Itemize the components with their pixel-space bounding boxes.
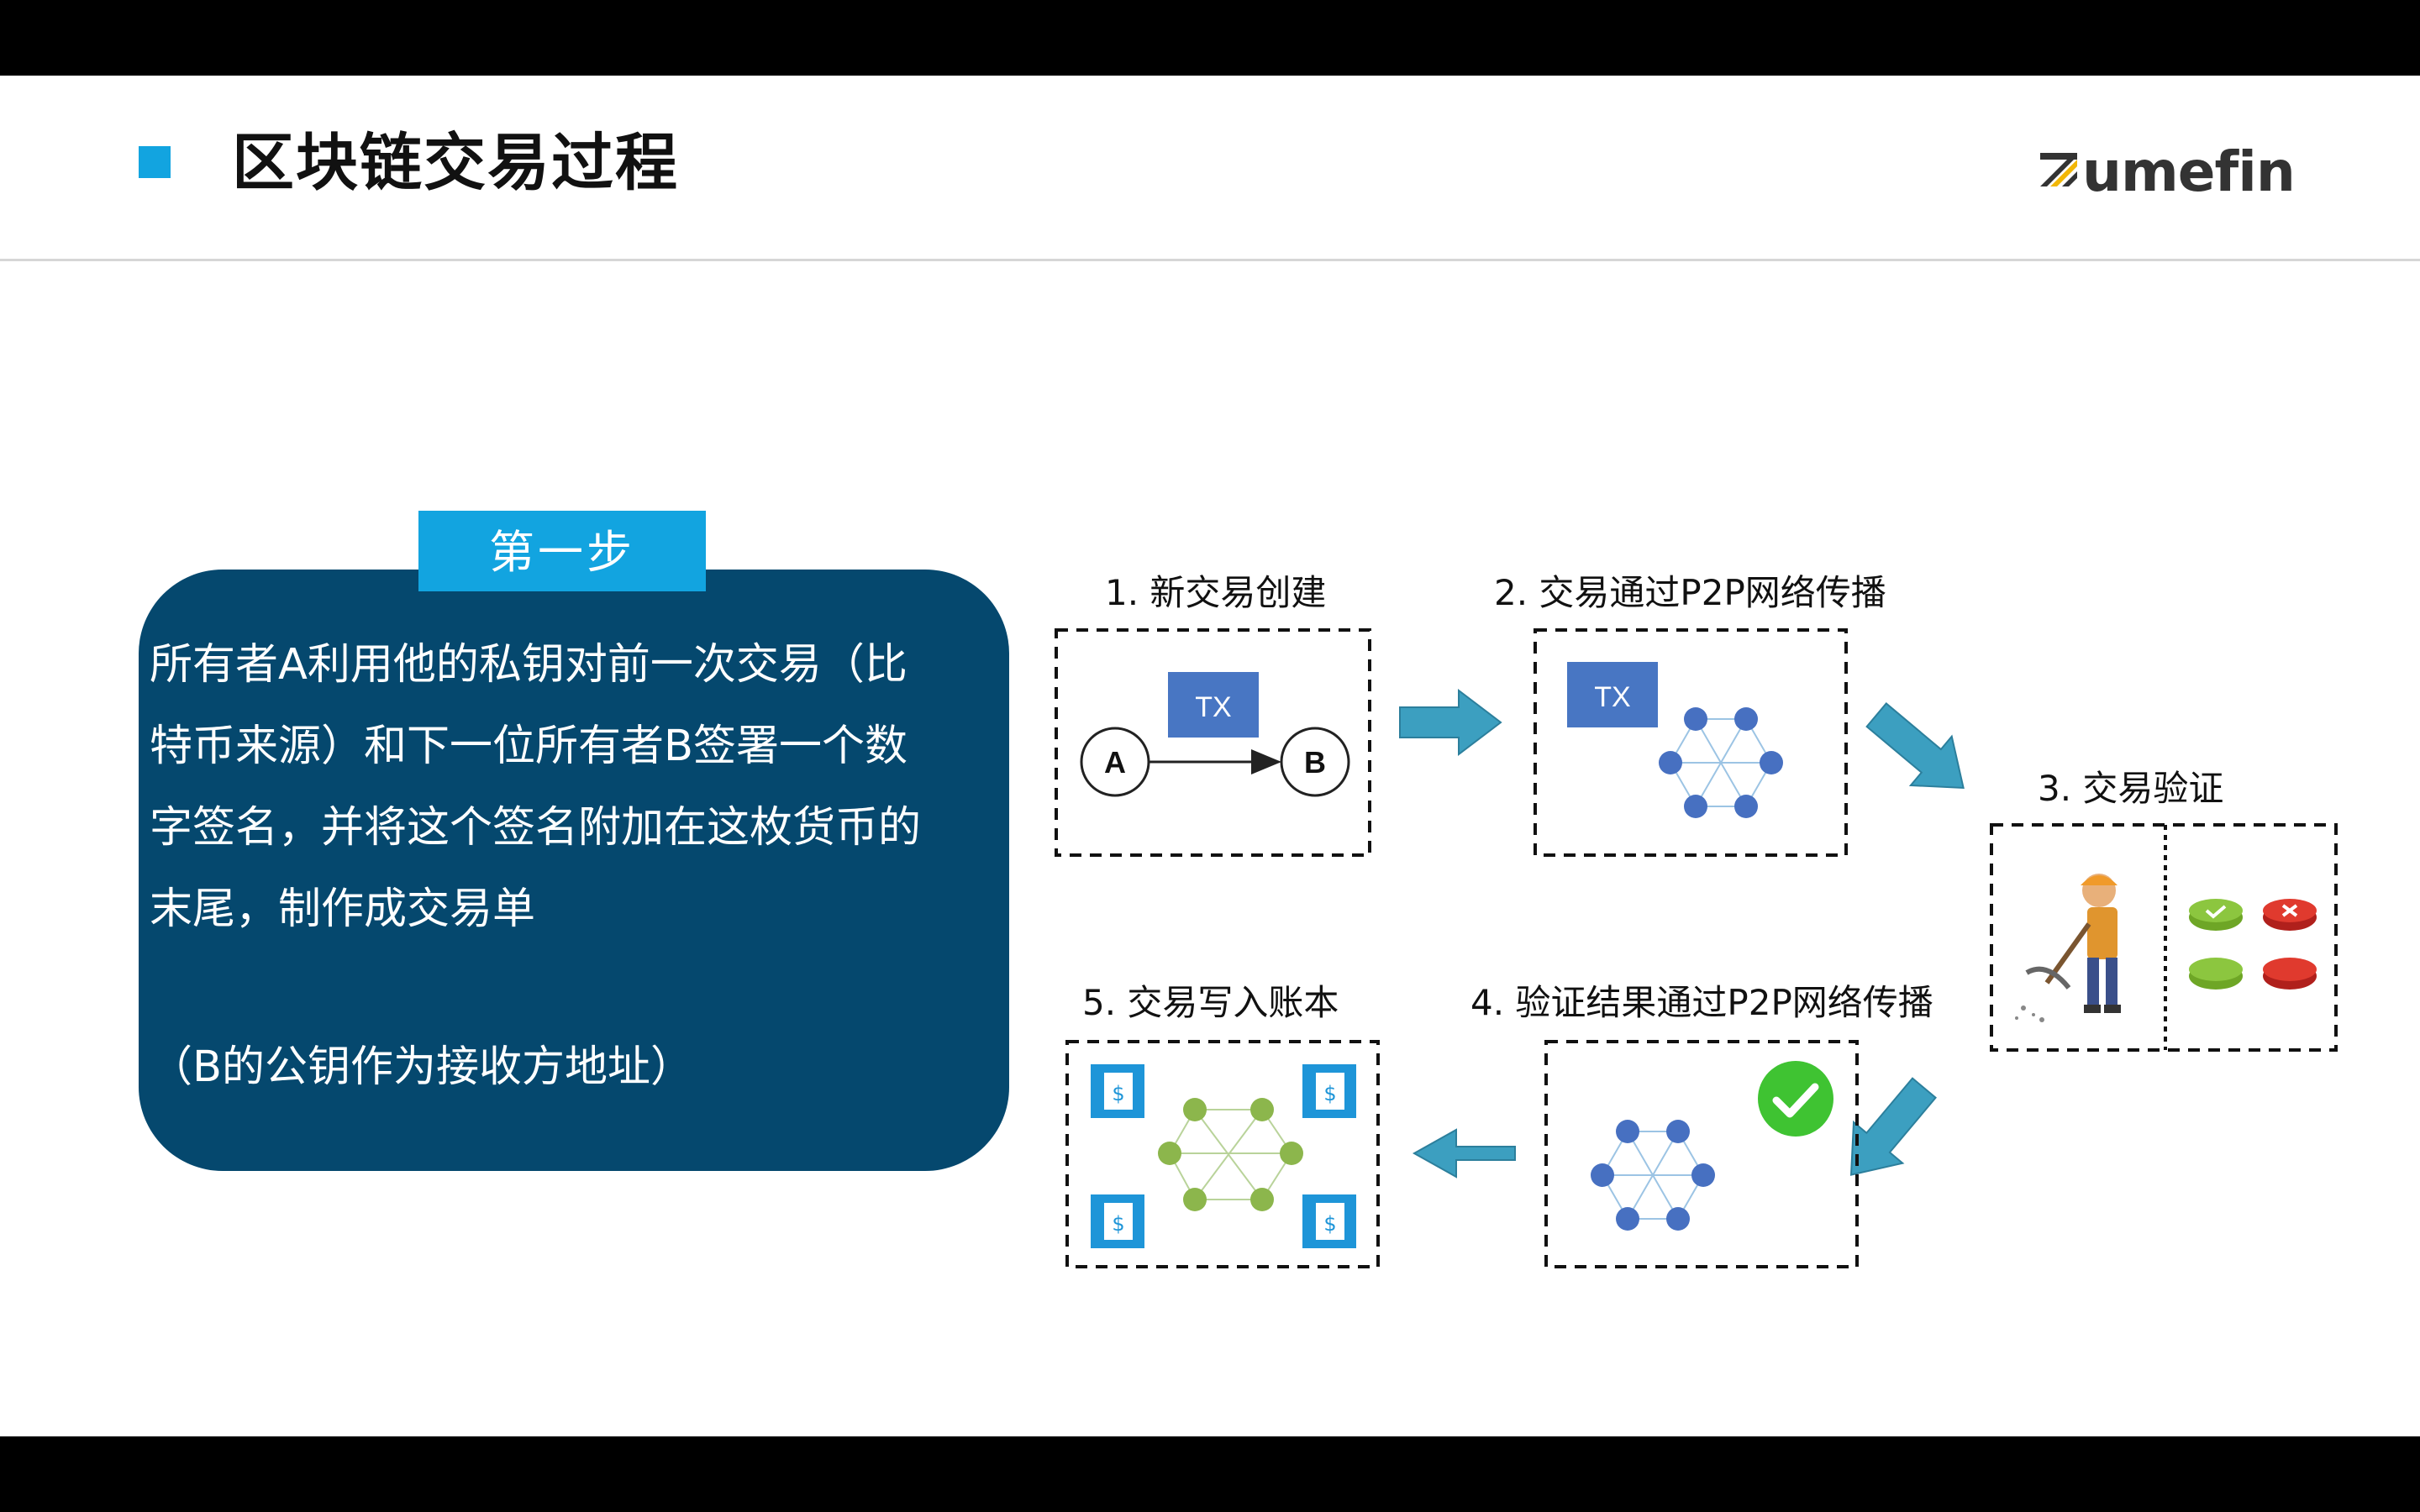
ledger-book-icon: $ (1091, 1064, 1144, 1118)
tx-label: TX (1195, 691, 1231, 723)
ledger-book-icon: $ (1302, 1194, 1356, 1248)
svg-text:$: $ (1112, 1212, 1124, 1236)
step-description-line: 特币来源）和下一位所有者B签署一个数 (150, 722, 908, 771)
step-panel (139, 570, 1009, 1171)
stage-1-box: TX A B (1055, 628, 1371, 857)
tx-label: TX (1594, 681, 1630, 713)
tx-box (1567, 662, 1658, 727)
ledger-network-icon (1158, 1098, 1303, 1211)
step-tab: 第一步 (418, 511, 706, 591)
stage-3-label: 3. 交易验证 (2038, 768, 2224, 809)
slide-title: 区块链交易过程 (232, 127, 679, 199)
step-description-line: 字签名，并将这个签名附加在这枚货币的 (150, 803, 922, 853)
validation-buttons-icon (2189, 899, 2317, 990)
flow-arrow-right (1399, 688, 1502, 757)
node-a-label: A (1104, 745, 1126, 780)
header-divider (0, 259, 2420, 261)
stage-4-label: 4. 验证结果通过P2P网络传播 (1470, 982, 1933, 1023)
miner-icon (2015, 874, 2121, 1022)
transaction-process-diagram: 1. 新交易创建 2. 交易通过P2P网络传播 3. 交易验证 4. 验证结果通… (1042, 512, 2361, 1285)
stage-2-label: 2. 交易通过P2P网络传播 (1494, 572, 1886, 613)
stage-5-box: $ $ $ $ (1065, 1040, 1380, 1268)
stage-3-box (1990, 823, 2338, 1052)
logo-text: umefin (2082, 139, 2296, 204)
svg-text:$: $ (1112, 1082, 1124, 1105)
diagram-graphics: TX A B TX (1055, 628, 2338, 1268)
flow-arrow-left (1412, 1128, 1516, 1179)
p2p-network-icon (1659, 707, 1783, 818)
umefin-logo: umefin (2040, 134, 2296, 210)
logo-stripes-icon (2040, 153, 2077, 186)
ledger-book-icon: $ (1302, 1064, 1356, 1118)
node-b-label: B (1304, 745, 1326, 780)
flow-arrow-down-left (1849, 1077, 1937, 1176)
node-b (1280, 727, 1350, 797)
stage-4-box (1544, 1040, 1859, 1268)
svg-text:$: $ (1323, 1082, 1336, 1105)
flow-arrow-down-right (1865, 702, 1965, 790)
step-note: （B的公钥作为接收方地址） (150, 1042, 693, 1092)
stage-5-label: 5. 交易写入账本 (1082, 982, 1339, 1023)
tx-box (1168, 672, 1259, 738)
step-description-line: 末尾，制作成交易单 (150, 885, 536, 934)
step-description: 所有者A利用他的私钥对前一次交易（比 特币来源）和下一位所有者B签署一个数 字签… (150, 624, 998, 950)
title-bullet (139, 146, 171, 178)
svg-text:$: $ (1323, 1212, 1336, 1236)
checkmark-icon (1758, 1061, 1833, 1137)
slide: 区块链交易过程 umefin 第一步 所有者A利用他的私钥对前一次交易（比 特币… (0, 76, 2420, 1436)
stage-2-box: TX (1534, 628, 1848, 857)
ledger-book-icon: $ (1091, 1194, 1144, 1248)
step-description-line: 所有者A利用他的私钥对前一次交易（比 (150, 640, 908, 690)
stage-1-label: 1. 新交易创建 (1105, 572, 1327, 613)
p2p-network-icon (1591, 1120, 1715, 1231)
node-a (1080, 727, 1150, 797)
